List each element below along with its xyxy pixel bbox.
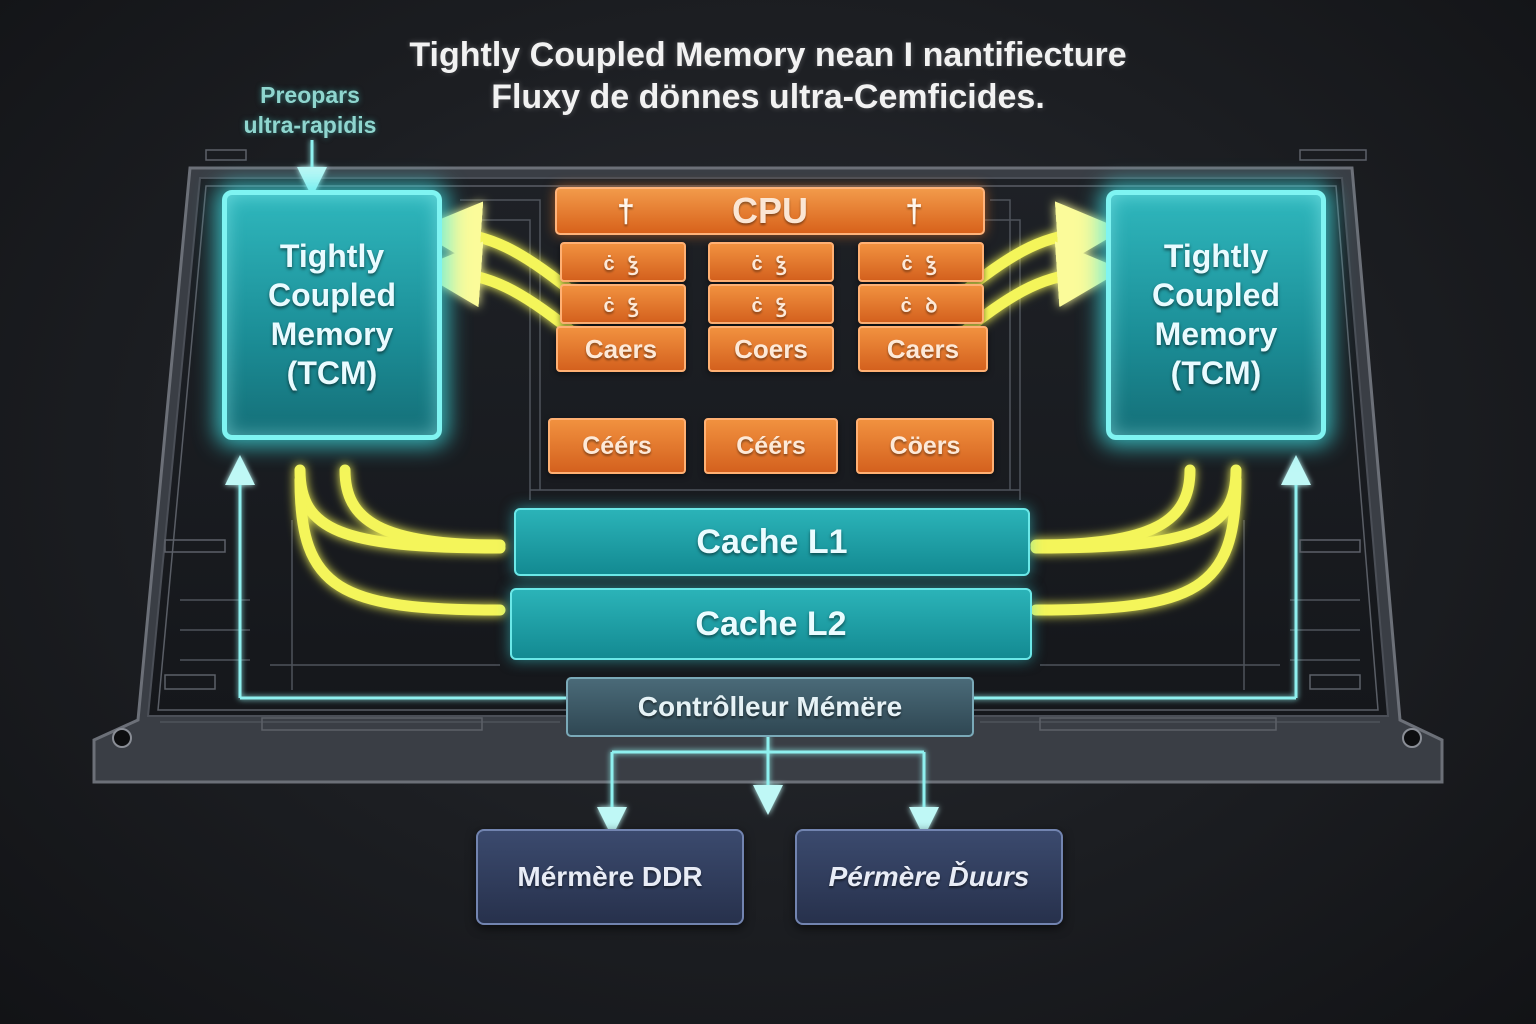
- memory-controller-block: Contrôlleur Mémëre: [566, 677, 974, 737]
- tcm-left-line-3: Memory: [270, 316, 394, 352]
- core-2-unit-b: ċ ꝣ: [708, 284, 834, 324]
- core-2-main: Coers: [708, 326, 834, 372]
- core-1-unit-a: ċ ꝣ: [560, 242, 686, 282]
- core-3-main: Caers: [858, 326, 988, 372]
- core-2-bottom: Céérs: [704, 418, 838, 474]
- circuit-traces: [160, 199, 1380, 723]
- core-3-unit-b: ċ ꝺ: [858, 284, 984, 324]
- callout-label: Preopars ultra-rapidis: [205, 80, 415, 140]
- board-chip-details: [164, 149, 1367, 731]
- cyan-bus-lines: [225, 140, 1311, 837]
- cpu-label: CPU: [731, 190, 808, 231]
- tcm-block-left: Tightly Coupled Memory (TCM): [222, 190, 442, 440]
- tcm-right-line-4: (TCM): [1170, 355, 1262, 391]
- core-1-unit-b: ċ ꝣ: [560, 284, 686, 324]
- tcm-right-line-2: Coupled: [1152, 277, 1280, 313]
- tcm-left-line-1: Tightly: [279, 238, 385, 274]
- cache-l2-block: Cache L2: [510, 588, 1032, 660]
- core-2-unit-a: ċ ꝣ: [708, 242, 834, 282]
- cache-l1-block: Cache L1: [514, 508, 1030, 576]
- tcm-right-line-3: Memory: [1154, 316, 1278, 352]
- callout-line-1: Preopars: [260, 82, 360, 108]
- tcm-right-line-1: Tightly: [1163, 238, 1269, 274]
- tcm-left-line-2: Coupled: [268, 277, 396, 313]
- yellow-data-flows: [294, 201, 1242, 616]
- core-3-bottom: Cöers: [856, 418, 994, 474]
- diagram-title: Tightly Coupled Memory nean I nantifiect…: [409, 36, 1127, 74]
- tcm-left-line-4: (TCM): [286, 355, 378, 391]
- ddr-memory-block: Mérmère DDR: [476, 829, 744, 925]
- cpu-pin-left-icon: †: [617, 193, 635, 229]
- callout-line-2: ultra-rapidis: [243, 112, 377, 138]
- core-1-bottom: Céérs: [548, 418, 686, 474]
- cpu-pin-right-icon: †: [905, 193, 923, 229]
- other-memory-block: Pérmère Ďuurs: [795, 829, 1063, 925]
- core-1-main: Caers: [556, 326, 686, 372]
- tcm-block-right: Tightly Coupled Memory (TCM): [1106, 190, 1326, 440]
- core-3-unit-a: ċ ꝣ: [858, 242, 984, 282]
- cpu-header: † CPU †: [555, 187, 985, 235]
- diagram-subtitle: Fluxy de dönnes ultra-Cemficides.: [491, 78, 1045, 116]
